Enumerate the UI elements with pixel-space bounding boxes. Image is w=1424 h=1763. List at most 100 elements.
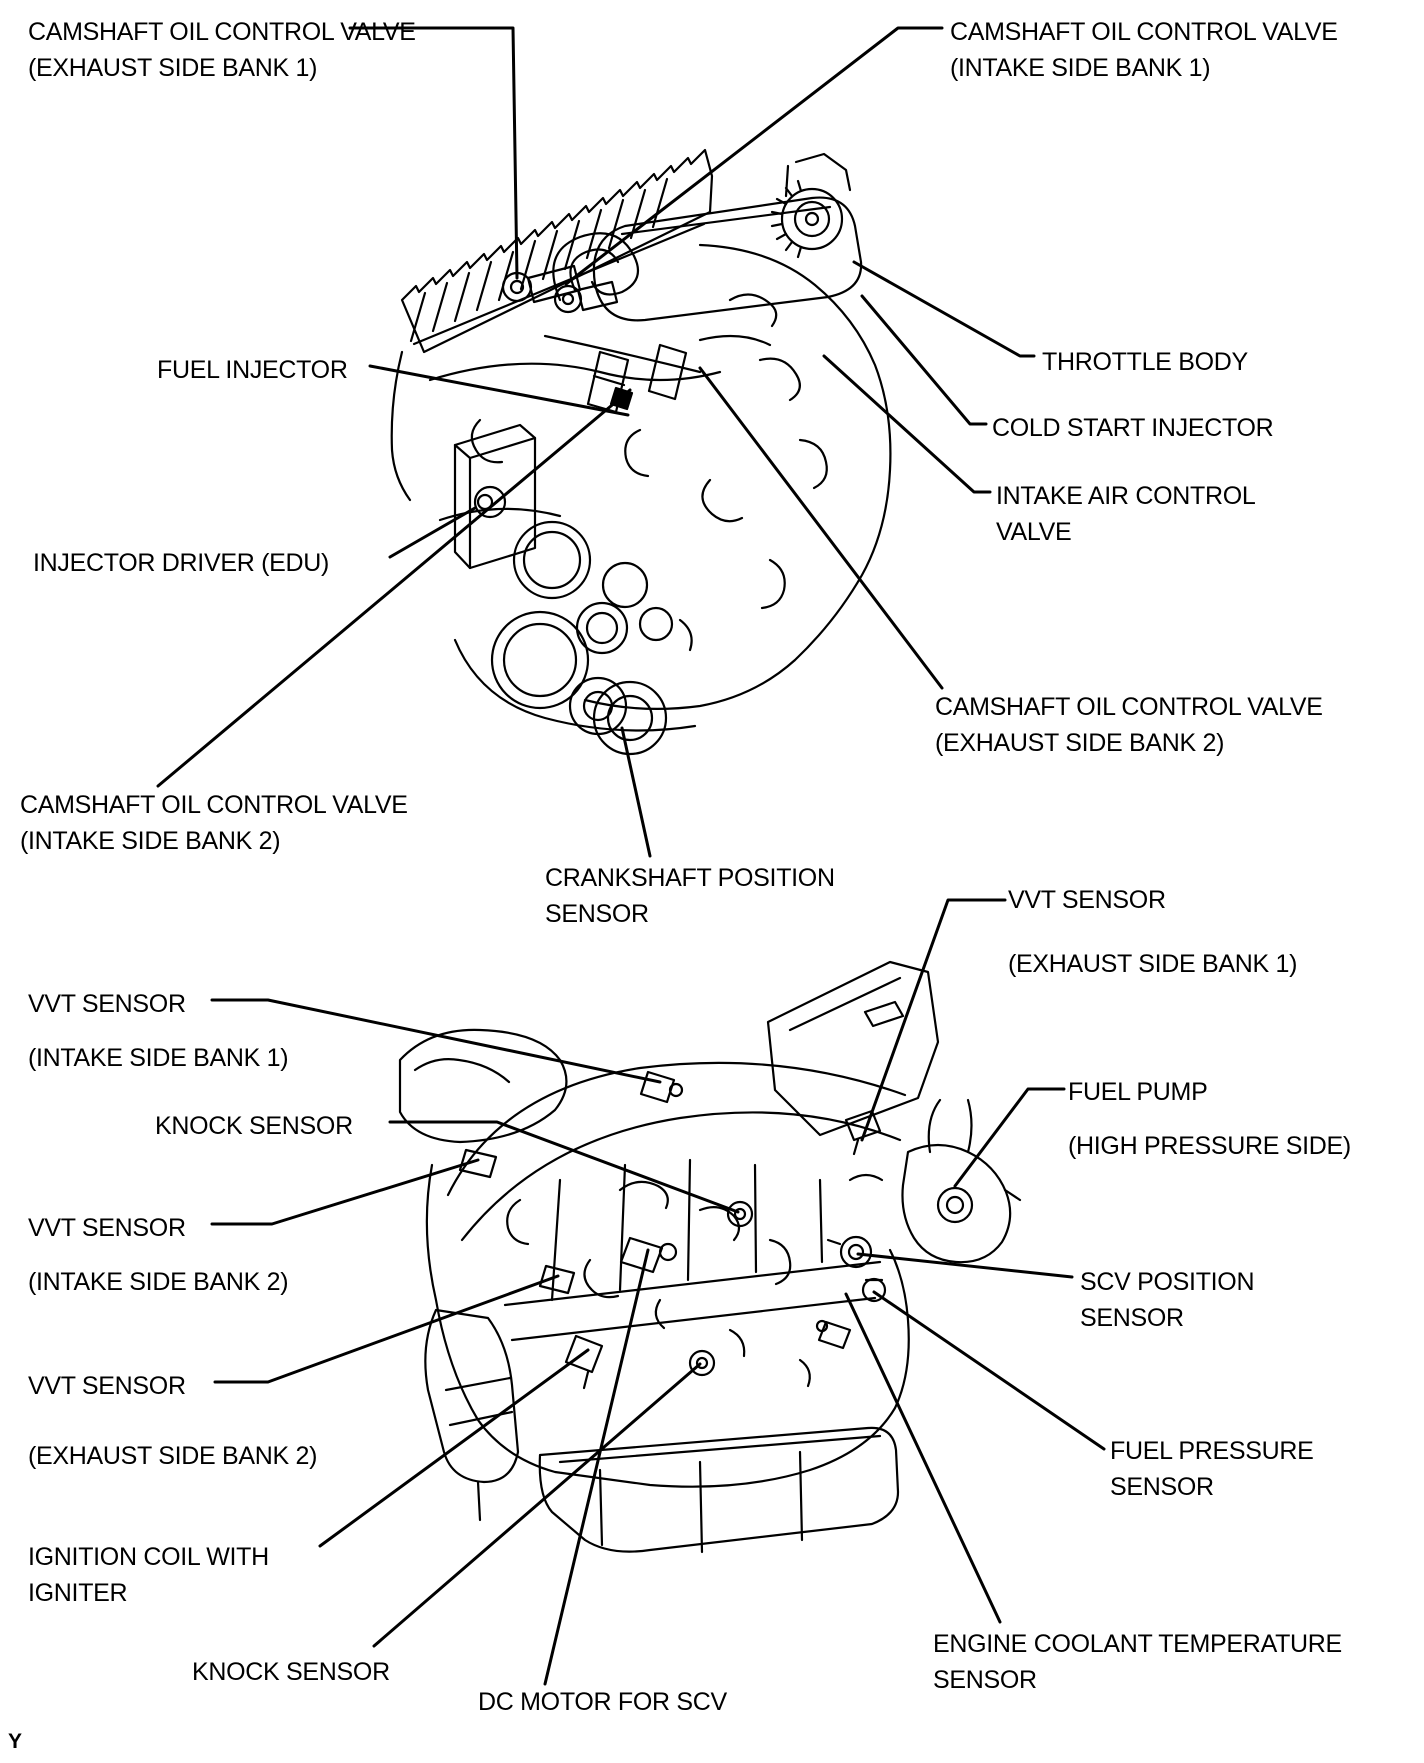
label-text-line-1: KNOCK SENSOR [155,1112,353,1140]
leader-camshaft-ocv-exhaust-bank1 [350,28,517,278]
leader-throttle-body [854,262,1034,356]
leader-vvt-sensor-intake-bank2 [212,1160,478,1224]
label-vvt-sensor-intake-bank1: VVT SENSOR (INTAKE SIDE BANK 1) [28,986,289,1076]
leader-injector-driver-edu [390,508,475,557]
label-scv-position-sensor: SCV POSITION SENSOR [1080,1264,1255,1336]
label-fuel-pump: FUEL PUMP (HIGH PRESSURE SIDE) [1068,1074,1351,1164]
leader-fuel-pressure-sensor [874,1292,1104,1449]
label-injector-driver-edu: INJECTOR DRIVER (EDU) [33,545,329,581]
camshaft-oil-control-valves-drawing [503,266,617,312]
throttle-body-drawing [772,154,850,257]
label-camshaft-ocv-intake-bank1: CAMSHAFT OIL CONTROL VALVE (INTAKE SIDE … [950,14,1338,86]
valve-cover-drawing [402,150,712,352]
label-vvt-sensor-exhaust-bank1: VVT SENSOR (EXHAUST SIDE BANK 1) [1008,882,1297,982]
leader-ignition-coil [320,1350,588,1546]
label-knock-sensor-2: KNOCK SENSOR [192,1654,390,1690]
label-fuel-pressure-sensor: FUEL PRESSURE SENSOR [1110,1433,1314,1505]
label-text-line-1: FUEL PRESSURE [1110,1437,1314,1465]
label-text-line-2: (INTAKE SIDE BANK 1) [28,1044,289,1072]
label-text-line-2: (INTAKE SIDE BANK 1) [950,54,1211,82]
leader-knock-sensor-2 [374,1364,700,1646]
label-text-line-1: INTAKE AIR CONTROL [996,482,1256,510]
leader-cold-start-injector [862,296,986,424]
leader-camshaft-ocv-intake-bank1 [566,28,942,284]
injector-driver-edu-drawing [455,425,535,568]
label-vvt-sensor-intake-bank2: VVT SENSOR (INTAKE SIDE BANK 2) [28,1210,289,1300]
leader-scv-position-sensor [858,1254,1072,1277]
leader-camshaft-ocv-exhaust-bank2 [700,368,942,688]
leader-vvt-sensor-exhaust-bank2 [215,1276,558,1382]
intake-plenum-drawing [553,198,861,321]
label-text-line-1: CAMSHAFT OIL CONTROL VALVE [950,18,1338,46]
label-text-line-2: (EXHAUST SIDE BANK 2) [935,729,1225,757]
label-fuel-injector: FUEL INJECTOR [157,352,348,388]
sensors-drawing [460,1072,885,1388]
label-text-line-1: INJECTOR DRIVER (EDU) [33,549,330,577]
label-engine-coolant-temp-sensor: ENGINE COOLANT TEMPERATURE SENSOR [933,1626,1342,1698]
label-text-line-1: FUEL PUMP [1068,1078,1208,1106]
engine-block-top-drawing [392,245,891,734]
label-text-line-2: (INTAKE SIDE BANK 2) [28,1268,289,1296]
label-text-line-1: COLD START INJECTOR [992,414,1274,442]
engine-mount-drawing [425,1310,518,1520]
label-text-line-1: CAMSHAFT OIL CONTROL VALVE [28,18,416,46]
label-text-line-2: SENSOR [933,1666,1037,1694]
label-dc-motor-for-scv: DC MOTOR FOR SCV [478,1684,727,1720]
leader-lines [158,28,1104,1684]
intake-plenum-bottom-drawing [448,962,938,1240]
page-corner-mark: Y [8,1730,23,1753]
label-text-line-1: SCV POSITION [1080,1268,1255,1296]
label-text-line-1: VVT SENSOR [28,990,186,1018]
label-text-line-2: (EXHAUST SIDE BANK 1) [1008,950,1298,978]
label-text-line-1: VVT SENSOR [1008,886,1166,914]
label-intake-air-control-valve: INTAKE AIR CONTROL VALVE [996,478,1256,550]
label-text-line-1: CAMSHAFT OIL CONTROL VALVE [935,693,1323,721]
label-crankshaft-position-sensor: CRANKSHAFT POSITION SENSOR [545,860,835,932]
leader-dc-motor-scv [545,1250,648,1684]
label-vvt-sensor-exhaust-bank2: VVT SENSOR (EXHAUST SIDE BANK 2) [28,1368,317,1474]
label-text-line-2: SENSOR [1080,1304,1184,1332]
label-ignition-coil-with-igniter: IGNITION COIL WITH IGNITER [28,1539,269,1611]
leader-fuel-injector [370,366,628,415]
fuel-rail-and-injectors-drawing [545,336,700,412]
leader-engine-coolant-temp-sensor [846,1294,1000,1622]
label-text-line-1: FUEL INJECTOR [157,356,348,384]
oil-pan-drawing [540,1428,898,1552]
label-camshaft-ocv-exhaust-bank2: CAMSHAFT OIL CONTROL VALVE (EXHAUST SIDE… [935,689,1323,761]
label-text-line-2: (EXHAUST SIDE BANK 2) [28,1442,318,1470]
label-text-line-1: THROTTLE BODY [1042,348,1248,376]
label-text-line-1: CAMSHAFT OIL CONTROL VALVE [20,791,408,819]
label-knock-sensor-1: KNOCK SENSOR [155,1108,353,1144]
label-text-line-1: VVT SENSOR [28,1214,186,1242]
label-text-line-2: (EXHAUST SIDE BANK 1) [28,54,318,82]
leader-camshaft-ocv-intake-bank2 [158,390,630,786]
engine-illustration-top [392,150,891,754]
label-text-line-1: IGNITION COIL WITH [28,1543,269,1571]
label-text-line-2: SENSOR [1110,1473,1214,1501]
valve-cover-bottom-drawing [400,1030,566,1142]
label-text-line-2: IGNITER [28,1579,128,1607]
engine-illustration-bottom [400,962,1020,1552]
leader-vvt-sensor-exhaust-bank1 [862,900,1005,1140]
label-text-line-1: CRANKSHAFT POSITION [545,864,835,892]
engine-block-bottom-drawing [427,1160,909,1487]
label-text-line-1: VVT SENSOR [28,1372,186,1400]
leader-intake-air-control-valve [824,356,990,492]
label-text-line-1: ENGINE COOLANT TEMPERATURE [933,1630,1342,1658]
label-text-line-1: KNOCK SENSOR [192,1658,390,1686]
label-text-line-2: VALVE [996,518,1072,546]
leader-knock-sensor-1 [390,1122,738,1212]
label-text-line-1: DC MOTOR FOR SCV [478,1688,727,1716]
label-camshaft-ocv-intake-bank2: CAMSHAFT OIL CONTROL VALVE (INTAKE SIDE … [20,787,408,859]
label-text-line-2: (INTAKE SIDE BANK 2) [20,827,281,855]
label-throttle-body: THROTTLE BODY [1042,344,1248,380]
label-camshaft-ocv-exhaust-bank1: CAMSHAFT OIL CONTROL VALVE (EXHAUST SIDE… [28,14,416,86]
leader-vvt-sensor-intake-bank1 [212,1000,660,1082]
label-text-line-2: SENSOR [545,900,649,928]
fuel-pump-drawing [902,1100,1020,1262]
label-text-line-2: (HIGH PRESSURE SIDE) [1068,1132,1351,1160]
leader-fuel-pump [955,1089,1064,1186]
label-cold-start-injector: COLD START INJECTOR [992,410,1274,446]
